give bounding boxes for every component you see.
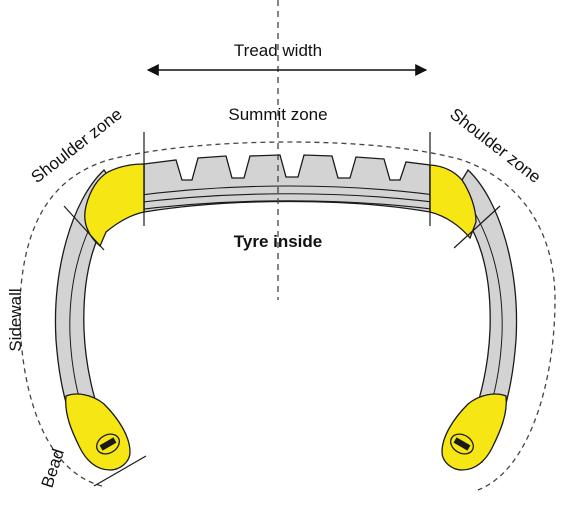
shoulder-tick-left [63, 205, 105, 251]
label-bead: Bead [38, 446, 68, 490]
shoulder-tick-right [453, 205, 501, 249]
bead-core-left [99, 437, 117, 451]
label-shoulder-zone-right: Shoulder zone [446, 104, 544, 186]
shoulder-left-yellow [84, 163, 145, 248]
belt-line-1 [117, 185, 457, 199]
bead-right-yellow [441, 393, 507, 471]
bead-left-yellow [65, 393, 131, 471]
bead-tick-left [93, 455, 147, 487]
outer-contour-dashed [19, 141, 556, 491]
shoulder-right-yellow [429, 164, 477, 240]
label-tread-width: Tread width [234, 41, 322, 60]
belt-line-3 [119, 200, 455, 213]
tread-band [143, 154, 431, 213]
label-summit-zone: Summit zone [228, 105, 327, 124]
belt-line-2 [117, 193, 457, 206]
bead-core-right [453, 437, 471, 451]
label-tyre-inside: Tyre inside [234, 232, 323, 251]
label-sidewall: Sidewall [6, 288, 25, 351]
